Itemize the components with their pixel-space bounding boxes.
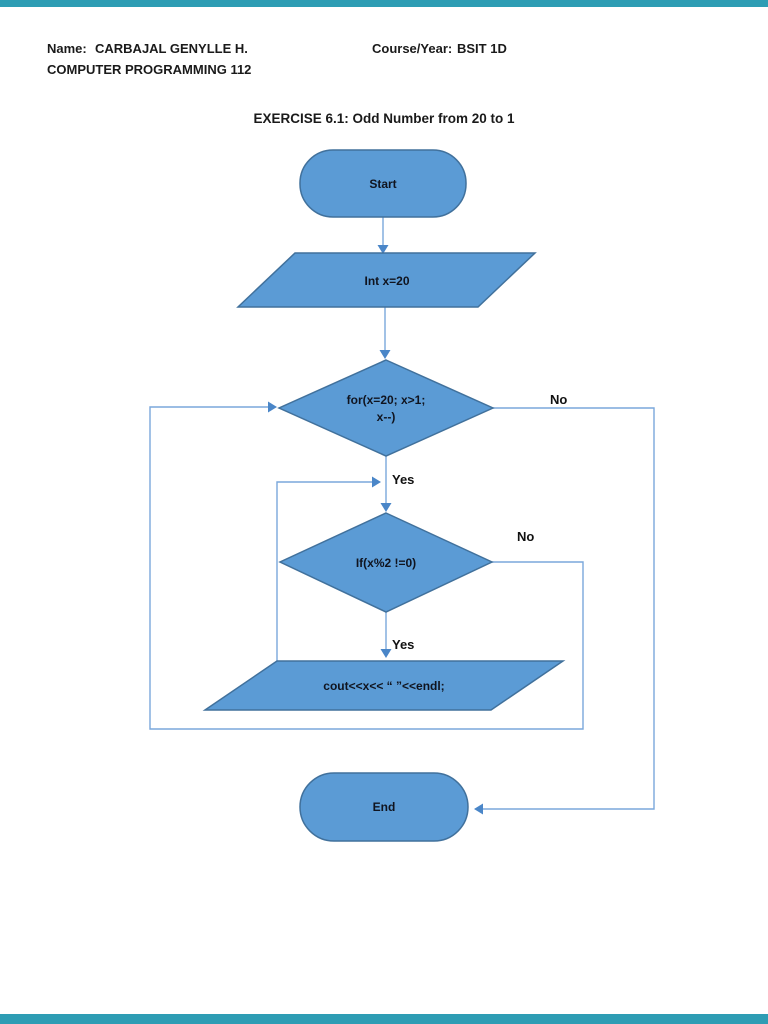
if-decision-label: If(x%2 !=0): [356, 556, 416, 570]
if-yes-label: Yes: [392, 637, 414, 652]
end-node: [299, 772, 469, 842]
output-node: [202, 660, 566, 711]
arrowhead-down-output: [380, 649, 392, 658]
subject-line: COMPUTER PROGRAMMING 112: [47, 62, 252, 77]
if-decision-node: [278, 512, 494, 613]
if-no-label: No: [517, 529, 534, 544]
arrowhead-down-loop: [379, 350, 391, 359]
course-value: BSIT 1D: [457, 41, 507, 56]
start-node-label: Start: [369, 177, 396, 191]
arrowhead-down-if: [380, 503, 392, 512]
init-node-label: Int x=20: [364, 274, 409, 288]
loop-no-label: No: [550, 392, 567, 407]
arrowhead-right-merge: [372, 476, 381, 488]
name-value: CARBAJAL GENYLLE H.: [95, 41, 248, 56]
page-title: EXERCISE 6.1: Odd Number from 20 to 1: [253, 111, 515, 126]
connector-if-no-loopback: [149, 406, 584, 730]
arrowhead-right-loop: [268, 401, 277, 413]
output-node-label: cout<<x<< “ ”<<endl;: [323, 679, 444, 693]
top-edge-bar: [0, 0, 768, 7]
loop-decision-node: [277, 359, 495, 457]
arrowhead-left-end: [474, 803, 483, 815]
bottom-edge-bar: [0, 1014, 768, 1024]
name-label: Name:: [47, 41, 87, 56]
init-node: [236, 252, 537, 308]
loop-decision-label-line1: for(x=20; x>1;: [347, 393, 426, 407]
loop-decision-label-line2: x--): [377, 410, 396, 424]
loop-yes-label: Yes: [392, 472, 414, 487]
connector-loop-no-end: [483, 407, 655, 810]
end-node-label: End: [373, 800, 396, 814]
connector-inner-return: [276, 481, 372, 661]
course-label: Course/Year:: [372, 41, 453, 56]
arrowhead-down-init: [377, 245, 389, 254]
start-node: [299, 149, 467, 218]
